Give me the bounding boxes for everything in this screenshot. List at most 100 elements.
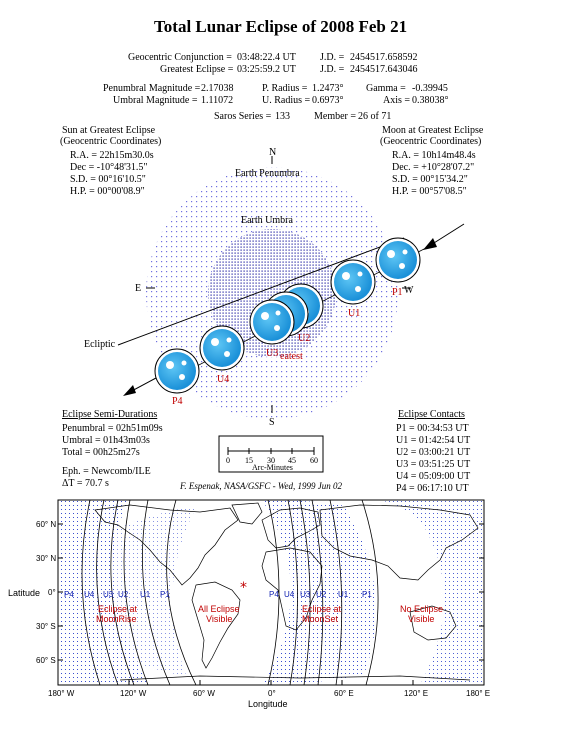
moon-label-u4: U4 xyxy=(217,374,230,385)
pen-mag-label: Penumbral Magnitude = xyxy=(103,83,201,94)
moon-subheading: (Geocentric Coordinates) xyxy=(380,136,482,147)
lat-tick-60n: 60° N xyxy=(36,520,57,529)
contact-p4: P4 = 06:17:10 UT xyxy=(396,483,469,494)
semi-umbral: Umbral = 01h43m03s xyxy=(62,435,150,446)
north-label: N xyxy=(269,147,277,158)
map-xlabel: Longitude xyxy=(248,699,288,709)
moon-hp: H.P. = 00°57'08.5" xyxy=(392,186,467,197)
region-moonrise-1: Eclipse at xyxy=(98,604,138,614)
jd-value-2: 2454517.643046 xyxy=(350,64,418,75)
sun-subheading: (Geocentric Coordinates) xyxy=(60,136,162,147)
south-label: S xyxy=(269,417,275,428)
jd-value-1: 2454517.658592 xyxy=(350,52,418,63)
contact-u3: U3 = 03:51:25 UT xyxy=(396,459,471,470)
lon-tick-180e: 180° E xyxy=(466,689,491,698)
region-all-visible-1: All Eclipse xyxy=(198,604,240,614)
region-moonset-1: Eclipse at xyxy=(302,604,342,614)
continents xyxy=(94,502,479,681)
moon-u3 xyxy=(249,299,295,345)
ephemeris: Eph. = Newcomb/ILE xyxy=(62,466,151,477)
region-moonrise-2: MoonRise xyxy=(96,614,137,624)
curve-label-right-p1: P1 xyxy=(362,590,372,599)
moon-label-u2: U2 xyxy=(298,333,311,344)
sun-heading: Sun at Greatest Eclipse xyxy=(62,125,156,136)
curve-label-left-p4: P4 xyxy=(64,590,74,599)
map-ylabel: Latitude xyxy=(8,588,41,598)
umbra-label: Earth Umbra xyxy=(241,215,293,226)
gamma-label: Gamma = xyxy=(366,83,406,94)
contact-u4: U4 = 05:09:00 UT xyxy=(396,471,471,482)
moon-u4 xyxy=(199,325,245,371)
contacts-heading: Eclipse Contacts xyxy=(398,409,465,420)
umb-mag-label: Umbral Magnitude = xyxy=(113,95,198,106)
member-value: 26 of 71 xyxy=(358,111,392,122)
lon-tick-120e: 120° E xyxy=(404,689,429,698)
moon-label-p4: P4 xyxy=(172,396,183,407)
scale-label: Arc-Minutes xyxy=(252,463,293,472)
curve-label-right-p4: P4 xyxy=(269,590,279,599)
curve-label-right-u1: U1 xyxy=(338,590,349,599)
p-radius-value: 1.2473° xyxy=(312,83,344,94)
lon-tick-180w: 180° W xyxy=(48,689,75,698)
sun-sd: S.D. = 00°16'10.5" xyxy=(70,174,146,185)
scale-tick-45: 45 xyxy=(288,456,296,465)
jd-label-2: J.D. = xyxy=(320,64,345,75)
lat-tick-30s: 30° S xyxy=(36,622,56,631)
lon-tick-0: 0° xyxy=(268,689,276,698)
greatest-eclipse-star: * xyxy=(240,580,247,596)
contact-u1: U1 = 01:42:54 UT xyxy=(396,435,471,446)
lon-tick-60e: 60° E xyxy=(334,689,354,698)
axis-value: 0.38038° xyxy=(412,95,449,106)
u-radius-label: U. Radius = xyxy=(262,95,311,106)
ecliptic-line xyxy=(117,237,405,346)
moon-p1 xyxy=(375,237,421,283)
east-label: E xyxy=(135,283,142,294)
scale-tick-30: 30 xyxy=(267,456,275,465)
lat-tick-60s: 60° S xyxy=(36,656,56,665)
lat-tick-0: 0° xyxy=(48,588,56,597)
pen-mag-value: 2.17038 xyxy=(201,83,234,94)
region-no-eclipse-1: No Eclipse xyxy=(400,604,444,614)
sun-dec: Dec = -10°48'31.5" xyxy=(70,162,148,173)
u-radius-value: 0.6973° xyxy=(312,95,344,106)
moon-ra: R.A. = 10h14m48.4s xyxy=(392,150,476,161)
moon-label-p1: P1 xyxy=(392,287,403,298)
axis-label: Axis = xyxy=(383,95,411,106)
sun-hp: H.P. = 00°00'08.9" xyxy=(70,186,145,197)
lon-tick-60w: 60° W xyxy=(193,689,215,698)
geo-conj-label: Geocentric Conjunction = xyxy=(128,52,232,63)
semi-penumbral: Penumbral = 02h51m09s xyxy=(62,423,163,434)
greatest-value: 03:25:59.2 UT xyxy=(237,64,296,75)
curve-label-left-u2: U2 xyxy=(118,590,129,599)
umb-mag-value: 1.11072 xyxy=(201,95,234,106)
curve-label-left-u4: U4 xyxy=(84,590,95,599)
greatest-label-moon: eatest xyxy=(280,351,303,362)
moon-dec: Dec. = +10°28'07.2" xyxy=(392,162,475,173)
jd-label-1: J.D. = xyxy=(320,52,345,63)
p-radius-label: P. Radius = xyxy=(262,83,308,94)
region-no-eclipse-2: Visible xyxy=(408,614,435,624)
curve-label-left-u3: U3 xyxy=(103,590,114,599)
contact-p1: P1 = 00:34:53 UT xyxy=(396,423,469,434)
semi-durations-heading: Eclipse Semi-Durations xyxy=(62,409,158,420)
saros-label: Saros Series = xyxy=(214,111,272,122)
geo-conj-value: 03:48:22.4 UT xyxy=(237,52,296,63)
greatest-label: Greatest Eclipse = xyxy=(160,64,234,75)
lat-tick-30n: 30° N xyxy=(36,554,57,563)
curve-label-left-u1: U1 xyxy=(140,590,151,599)
west-label: W xyxy=(404,285,414,296)
semi-total: Total = 00h25m27s xyxy=(62,447,140,458)
credit: F. Espenak, NASA/GSFC - Wed, 1999 Jun 02 xyxy=(180,481,342,491)
gamma-value: -0.39945 xyxy=(412,83,448,94)
ecliptic-label: Ecliptic xyxy=(84,339,116,350)
moon-label-u1: U1 xyxy=(348,308,361,319)
curve-label-right-u3: U3 xyxy=(300,590,311,599)
moon-sd: S.D. = 00°15'34.2" xyxy=(392,174,468,185)
scale-tick-0: 0 xyxy=(226,456,230,465)
sun-ra: R.A. = 22h15m30.0s xyxy=(70,150,154,161)
penumbra-label: Earth Penumbra xyxy=(235,168,300,179)
moon-heading: Moon at Greatest Eclipse xyxy=(382,125,484,136)
saros-value: 133 xyxy=(275,111,290,122)
member-label: Member = xyxy=(314,111,357,122)
